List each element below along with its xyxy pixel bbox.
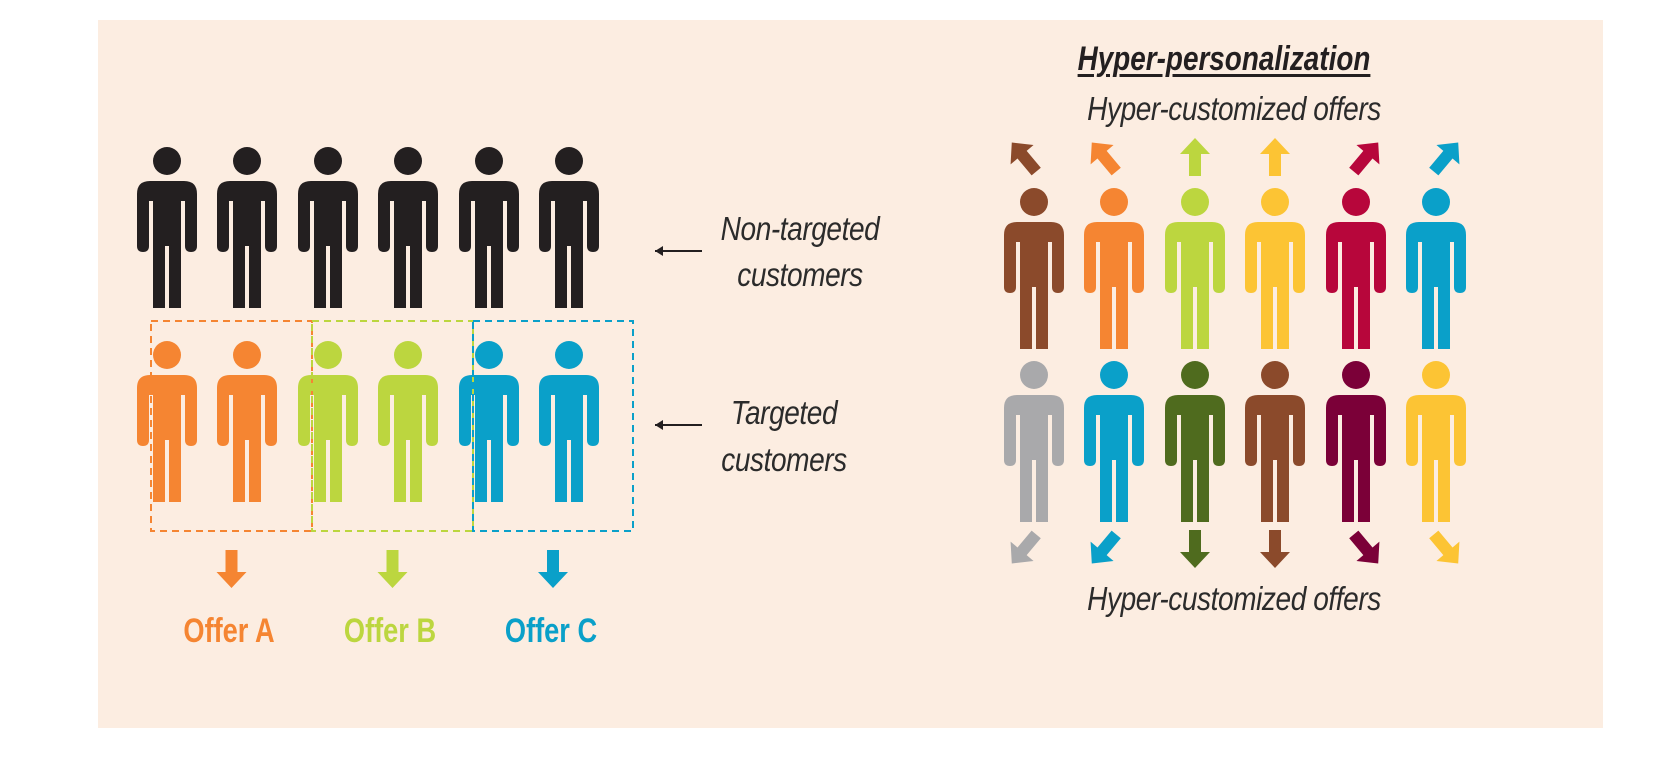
offer-b-label: Offer B — [343, 612, 437, 650]
offer-arrow-icon — [1260, 530, 1290, 568]
segmentation-figures — [137, 147, 702, 588]
non-targeted-customer-figure — [378, 147, 438, 308]
offer-arrow-icon — [1180, 530, 1210, 568]
hyper-customer-figure — [1165, 361, 1225, 522]
hyper-customer-figure — [1326, 188, 1386, 349]
offer-arrow-icon — [216, 550, 247, 588]
offer-arrow-icon — [1349, 142, 1380, 176]
hyper-customer-figure — [1084, 361, 1144, 522]
offer-arrow-icon — [1010, 142, 1041, 176]
hyper-personalization-figures — [1004, 138, 1466, 568]
targeted-customer-figure — [217, 341, 277, 502]
targeted-customer-figure — [539, 341, 599, 502]
offer-arrow-icon — [1260, 138, 1290, 176]
non-targeted-customer-figure — [217, 147, 277, 308]
offer-a-label: Offer A — [183, 612, 275, 650]
offer-arrow-icon — [1429, 142, 1460, 176]
targeted-customer-figure — [298, 341, 358, 502]
targeted-label-line2: customers — [721, 441, 847, 478]
non-targeted-customer-figure — [137, 147, 197, 308]
segment-box — [311, 320, 474, 532]
targeted-customer-figure — [378, 341, 438, 502]
targeted-label-line1: Targeted — [730, 394, 838, 431]
non-targeted-customer-figure — [459, 147, 519, 308]
offer-arrow-icon — [538, 550, 568, 588]
targeted-customer-figure — [137, 341, 197, 502]
hyper-customer-figure — [1406, 361, 1466, 522]
hyper-customer-figure — [1165, 188, 1225, 349]
targeted-customer-figure — [459, 341, 519, 502]
hyper-personalization-title: Hyper-personalization — [1077, 40, 1371, 78]
top-offers-caption: Hyper-customized offers — [1087, 90, 1381, 127]
hyper-customer-figure — [1245, 188, 1305, 349]
offer-arrow-icon — [1429, 530, 1460, 564]
hyper-customer-figure — [1004, 188, 1064, 349]
offer-c-label: Offer C — [504, 612, 598, 650]
offer-arrow-icon — [1349, 530, 1380, 564]
offer-arrow-icon — [1180, 138, 1210, 176]
hyper-customer-figure — [1245, 361, 1305, 522]
offer-arrow-icon — [377, 550, 408, 588]
hyper-customer-figure — [1326, 361, 1386, 522]
hyper-customer-figure — [1406, 188, 1466, 349]
non-targeted-customer-figure — [539, 147, 599, 308]
bottom-offers-caption: Hyper-customized offers — [1087, 580, 1381, 617]
non-targeted-label-line2: customers — [737, 256, 863, 293]
targeted-connector-arrow-icon — [655, 420, 702, 430]
offer-arrow-icon — [1090, 530, 1121, 564]
diagram-panel: Non-targeted customers Targeted customer… — [98, 20, 1603, 728]
segment-box — [472, 320, 634, 532]
hyper-customer-figure — [1004, 361, 1064, 522]
hyper-customer-figure — [1084, 188, 1144, 349]
non-targeted-label-line1: Non-targeted — [720, 210, 880, 247]
offer-arrow-icon — [1010, 530, 1041, 564]
offer-arrow-icon — [1090, 142, 1121, 176]
non-targeted-customer-figure — [298, 147, 358, 308]
non-targeted-connector-arrow-icon — [655, 246, 702, 256]
